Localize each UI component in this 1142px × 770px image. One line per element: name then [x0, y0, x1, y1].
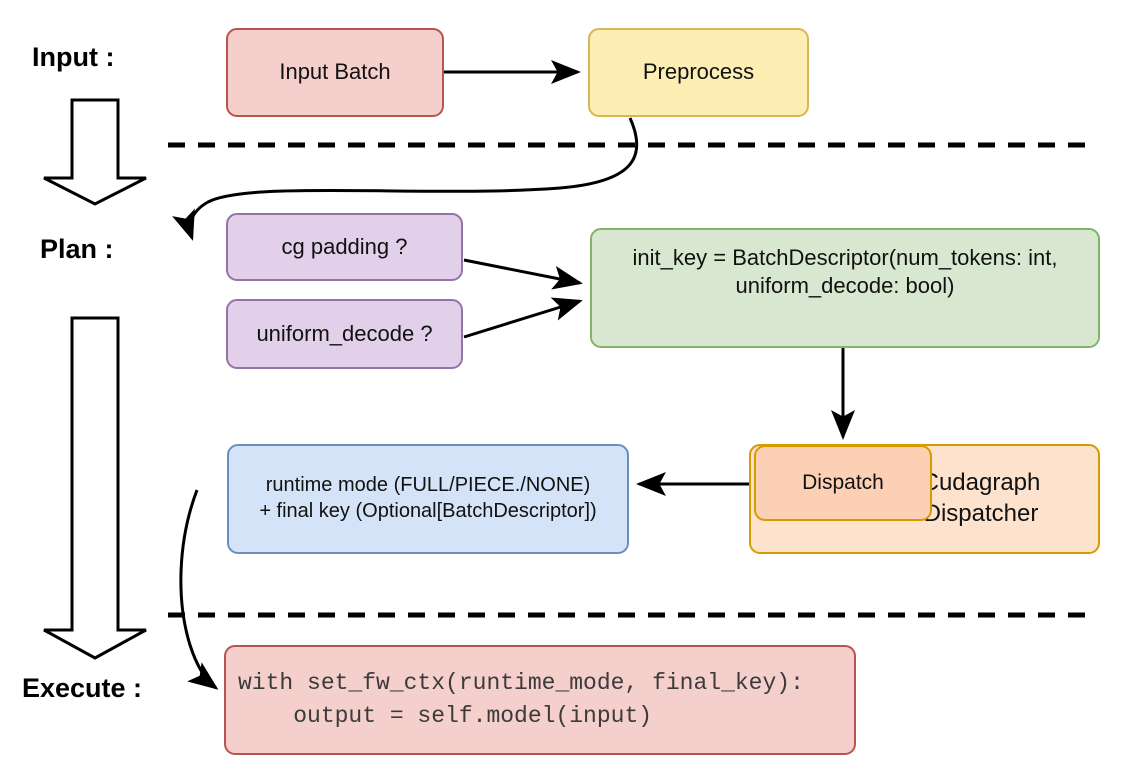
- node-preprocess-label: Preprocess: [642, 59, 755, 85]
- node-cudagraph-dispatcher-label: Cudagraph Dispatcher: [921, 469, 1041, 527]
- node-cg-padding[interactable]: cg padding ?: [226, 213, 463, 281]
- node-preprocess[interactable]: Preprocess: [588, 28, 809, 117]
- node-execute-code-label: with set_fw_ctx(runtime_mode, final_key)…: [238, 669, 804, 729]
- stage-label-execute: Execute :: [22, 673, 143, 703]
- edge-cg-padding-to-init-key: [463, 258, 583, 290]
- node-uniform-decode[interactable]: uniform_decode ?: [226, 299, 463, 369]
- edge-runtime-mode-to-execute-code: [179, 489, 219, 690]
- node-runtime-mode[interactable]: runtime mode (FULL/PIECE./NONE) + final …: [227, 444, 629, 554]
- edge-uniform-decode-to-init-key: [463, 297, 583, 339]
- flow-arrow-input-to-plan: [43, 98, 147, 206]
- node-uniform-decode-label: uniform_decode ?: [256, 320, 433, 346]
- flow-arrow-plan-to-execute: [43, 316, 147, 660]
- node-dispatch-label: Dispatch: [802, 470, 884, 494]
- node-input-batch[interactable]: Input Batch: [226, 28, 444, 117]
- node-cg-padding-label: cg padding ?: [281, 233, 408, 259]
- stage-label-plan: Plan :: [40, 234, 114, 264]
- stage-label-input: Input :: [32, 42, 115, 72]
- node-init-key-label: init_key = BatchDescriptor(num_tokens: i…: [632, 245, 1058, 299]
- node-execute-code[interactable]: with set_fw_ctx(runtime_mode, final_key)…: [224, 645, 856, 755]
- node-init-key[interactable]: init_key = BatchDescriptor(num_tokens: i…: [590, 228, 1100, 348]
- node-runtime-mode-label: runtime mode (FULL/PIECE./NONE) + final …: [259, 474, 597, 522]
- node-input-batch-label: Input Batch: [279, 59, 391, 85]
- node-dispatch[interactable]: Dispatch: [754, 445, 932, 521]
